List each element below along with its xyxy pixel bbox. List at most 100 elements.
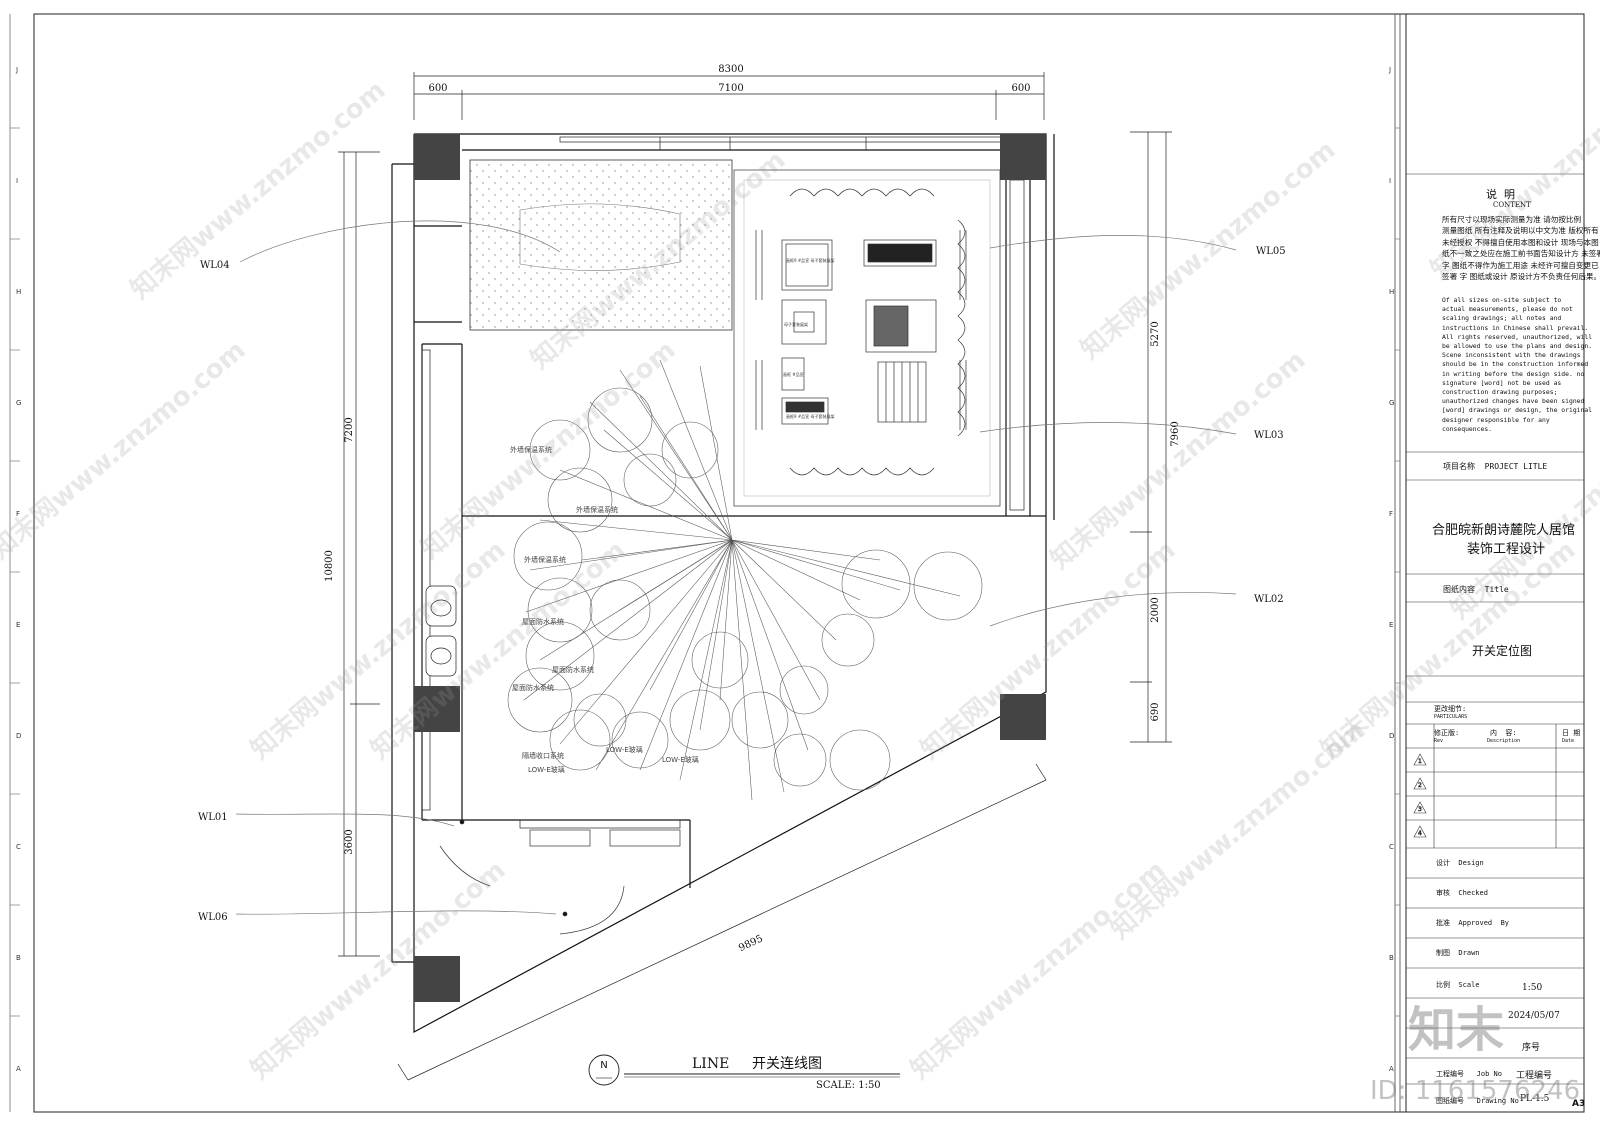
grid-row-label: G: [16, 399, 21, 407]
grid-row-label: J: [1388, 66, 1391, 74]
scale-label: 比例 Scale: [1436, 981, 1480, 989]
wire: [559, 469, 733, 541]
watermark-text: 知末网www.znzmo.com: [905, 855, 1171, 1085]
lamp-circle: [525, 621, 595, 691]
watermark-id: ID: 1161576246: [1370, 1076, 1581, 1106]
wire: [619, 539, 733, 611]
ceiling-panel: [469, 159, 733, 331]
lamp-circle: [841, 549, 911, 619]
grid-row-label: B: [1389, 954, 1394, 962]
job-value: 工程编号: [1516, 1071, 1553, 1081]
drawing-title-en: LINE: [692, 1056, 729, 1072]
lamp-circle: [611, 711, 669, 769]
wire: [589, 401, 733, 541]
wire: [525, 539, 733, 613]
wire: [639, 395, 733, 541]
wire: [731, 539, 809, 751]
paper-size: A3: [1572, 1099, 1585, 1109]
wire: [581, 539, 733, 561]
watermark-text: 知末网www.znzmo.com: [245, 855, 511, 1085]
wire: [529, 539, 733, 571]
notes-title: 说 明: [1486, 188, 1515, 201]
content-value: 开关定位图: [1472, 644, 1533, 658]
grid-row-label: G: [1389, 399, 1394, 407]
revision-marker: [1413, 825, 1427, 838]
zone-label: 隔墙收口系统: [522, 751, 564, 760]
display-label: 母子套装展架: [784, 321, 808, 327]
zone-label: LOW-E玻璃: [606, 745, 643, 754]
grid-row-label: D: [1389, 732, 1394, 740]
grid-row-label: C: [1389, 843, 1394, 851]
wire: [731, 539, 753, 801]
lamp-circle: [547, 467, 613, 533]
changes-label-en: PARTICULARS: [1434, 714, 1468, 720]
wire: [649, 539, 733, 691]
dim-right-total: 7960: [1170, 421, 1181, 446]
drawing-title-cn: 开关连线图: [752, 1056, 822, 1072]
zone-label: 屋面防水系统: [512, 683, 554, 692]
grid-row-label: F: [1389, 510, 1393, 518]
grid-row-label: C: [16, 843, 21, 851]
drawn-label: 制图 Drawn: [1436, 949, 1480, 957]
wire: [659, 359, 733, 541]
wire: [731, 539, 785, 793]
callout-wl01: WL01: [198, 812, 228, 823]
dim-top-total: 8300: [718, 64, 743, 75]
grid-row-label: H: [1389, 288, 1394, 296]
grid-row-label: E: [1389, 621, 1393, 629]
wire: [679, 539, 733, 781]
lamp-circle: [661, 421, 719, 479]
callout-wl02: WL02: [1254, 594, 1284, 605]
grid-row-label: I: [1389, 177, 1391, 185]
grid-row-label: E: [16, 621, 20, 629]
job-label: 工程编号 Job No: [1436, 1070, 1502, 1078]
desc-header-en: Description: [1487, 738, 1521, 744]
revision-marker: [1413, 801, 1427, 814]
callout-wl03: WL03: [1254, 430, 1284, 441]
watermark-text: 知末网www.znzmo.com: [915, 535, 1181, 765]
lamp-circle: [623, 453, 677, 507]
display-label: 画框9 #品宣 母子套装展架: [786, 257, 834, 263]
project-name-line2: 装饰工程设计: [1467, 542, 1546, 557]
drawing-no-label: 图纸编号 Drawing No: [1436, 1097, 1519, 1105]
zone-label: 外墙保温系统: [576, 505, 618, 514]
lamp-circle: [513, 521, 583, 591]
wire: [603, 429, 733, 541]
watermark-text: 知末网www.znzmo.com: [365, 535, 631, 765]
grid-row-label: H: [16, 288, 21, 296]
column: [1000, 134, 1046, 180]
grid-row-label: A: [1389, 1065, 1394, 1073]
wire: [559, 539, 733, 745]
notes-en: Of all sizes on-site subject to actual m…: [1442, 296, 1593, 433]
date-header-en: Date: [1562, 738, 1575, 744]
lamp-circle: [691, 631, 749, 689]
exhibit-area: [733, 169, 1001, 507]
dim-diagonal: 9895: [737, 933, 765, 954]
project-label: 项目名称 PROJECT LITLE: [1443, 462, 1548, 471]
dim-left-lower: 3600: [344, 829, 355, 854]
wire: [731, 539, 861, 601]
watermark-text: 知末网www.znzmo.com: [125, 75, 391, 305]
callout-wl06: WL06: [198, 912, 228, 923]
grid-row-label: I: [16, 177, 18, 185]
lamp-circle: [527, 577, 593, 643]
wire: [699, 539, 733, 731]
date-value: 2024/05/07: [1508, 1011, 1560, 1021]
rev-header-en: Rev: [1434, 738, 1444, 744]
column: [414, 686, 460, 732]
wire: [731, 539, 881, 561]
wire: [719, 539, 733, 701]
watermark-brand: 知末: [1408, 1002, 1505, 1058]
seq-label: 序号: [1522, 1043, 1541, 1053]
north-label: N: [600, 1060, 607, 1071]
wire: [699, 365, 733, 541]
changes-label: 更改细节:: [1434, 705, 1467, 713]
column: [414, 134, 460, 180]
grid-row-label: F: [16, 510, 20, 518]
revision-number: 1: [1418, 758, 1422, 765]
zone-label: 外墙保温系统: [510, 445, 552, 454]
drawing-scale: SCALE: 1:50: [816, 1080, 881, 1091]
watermark-text: 知末网www.znzmo.com: [1045, 345, 1311, 575]
lamp-circle: [913, 551, 983, 621]
lamp-circle: [773, 733, 827, 787]
